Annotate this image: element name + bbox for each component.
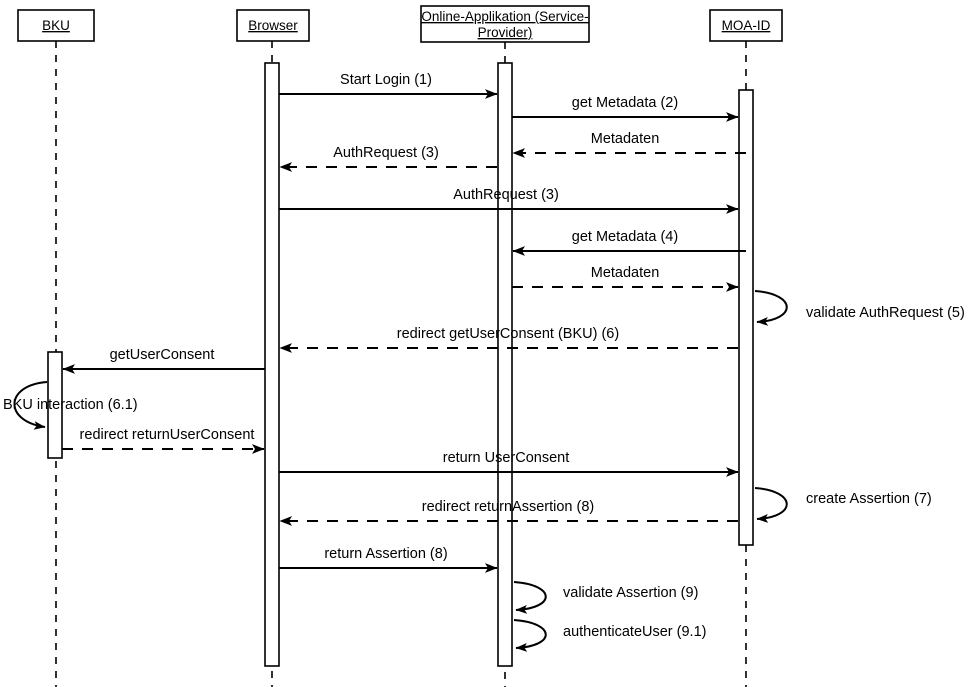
message-selfloop-bku-interaction bbox=[13, 381, 48, 430]
participant-box-bku bbox=[17, 9, 95, 42]
message-label-authrequest-3-a: AuthRequest (3) bbox=[333, 145, 439, 161]
message-selfloop-create-assertion bbox=[754, 487, 788, 523]
message-metadaten-2[interactable]: Metadaten bbox=[512, 265, 739, 292]
message-get-metadata-2[interactable]: get Metadata (2) bbox=[512, 95, 739, 122]
message-authenticate-user[interactable]: authenticateUser (9.1) bbox=[513, 619, 706, 652]
activation-bku bbox=[47, 351, 63, 459]
message-validate-authrequest[interactable]: validate AuthRequest (5) bbox=[754, 290, 965, 326]
message-label-validate-authrequest: validate AuthRequest (5) bbox=[806, 305, 965, 321]
message-label-return-userconsent: return UserConsent bbox=[443, 450, 570, 466]
message-label-bku-interaction: BKU interaction (6.1) bbox=[3, 397, 138, 413]
activation-browser bbox=[264, 62, 280, 667]
activation-oa bbox=[497, 62, 513, 667]
message-label-create-assertion: create Assertion (7) bbox=[806, 491, 932, 507]
message-label-redirect-getuserconsent: redirect getUserConsent (BKU) (6) bbox=[397, 326, 619, 342]
message-authrequest-3-a[interactable]: AuthRequest (3) bbox=[279, 145, 497, 172]
message-getuserconsent[interactable]: getUserConsent bbox=[62, 347, 265, 374]
message-label-start-login: Start Login (1) bbox=[340, 72, 432, 88]
message-selfloop-validate-assertion bbox=[513, 581, 547, 614]
participant-browser[interactable]: Browser bbox=[236, 9, 310, 42]
message-label-metadaten-1: Metadaten bbox=[591, 131, 660, 147]
message-validate-assertion[interactable]: validate Assertion (9) bbox=[513, 581, 698, 614]
message-authrequest-3-b[interactable]: AuthRequest (3) bbox=[279, 187, 739, 214]
message-label-getuserconsent: getUserConsent bbox=[110, 347, 215, 363]
message-return-userconsent[interactable]: return UserConsent bbox=[279, 450, 739, 477]
message-label-get-metadata-2: get Metadata (2) bbox=[572, 95, 678, 111]
activation-bars bbox=[47, 62, 754, 667]
participant-label-moaid: MOA-ID bbox=[722, 18, 771, 33]
message-selfloop-authenticate-user bbox=[513, 619, 547, 652]
participant-label-browser: Browser bbox=[248, 18, 298, 33]
message-metadaten-1[interactable]: Metadaten bbox=[512, 131, 746, 158]
participant-moaid[interactable]: MOA-ID bbox=[709, 9, 783, 42]
message-label-validate-assertion: validate Assertion (9) bbox=[563, 585, 698, 601]
participant-oa[interactable]: Online-Applikation (Service- Provider) bbox=[420, 5, 590, 43]
participant-label-oa-line2: Provider) bbox=[478, 25, 533, 40]
message-label-metadaten-2: Metadaten bbox=[591, 265, 660, 281]
message-redirect-returnuserconsent[interactable]: redirect returnUserConsent bbox=[62, 427, 265, 454]
participant-box-oa bbox=[420, 5, 590, 43]
message-bku-interaction[interactable]: BKU interaction (6.1) bbox=[3, 381, 138, 430]
participant-headers: BKU Browser Online-Applikation (Service-… bbox=[17, 5, 783, 43]
message-label-get-metadata-4: get Metadata (4) bbox=[572, 229, 678, 245]
participant-box-moaid bbox=[709, 9, 783, 42]
participant-label-oa-line1: Online-Applikation (Service- bbox=[421, 9, 588, 24]
message-label-authenticate-user: authenticateUser (9.1) bbox=[563, 624, 706, 640]
activation-moaid bbox=[738, 89, 754, 546]
participant-label-bku: BKU bbox=[42, 18, 70, 33]
participant-bku[interactable]: BKU bbox=[17, 9, 95, 42]
message-selfloop-validate-authrequest bbox=[754, 290, 788, 326]
message-label-redirect-returnuserconsent: redirect returnUserConsent bbox=[80, 427, 255, 443]
message-redirect-returnassertion[interactable]: redirect returnAssertion (8) bbox=[279, 499, 738, 526]
message-return-assertion[interactable]: return Assertion (8) bbox=[279, 546, 498, 573]
message-label-redirect-returnassertion: redirect returnAssertion (8) bbox=[422, 499, 594, 515]
participant-box-browser bbox=[236, 9, 310, 42]
message-start-login[interactable]: Start Login (1) bbox=[279, 72, 498, 99]
message-create-assertion[interactable]: create Assertion (7) bbox=[754, 487, 932, 523]
message-redirect-getuserconsent[interactable]: redirect getUserConsent (BKU) (6) bbox=[279, 326, 738, 353]
message-label-authrequest-3-b: AuthRequest (3) bbox=[453, 187, 559, 203]
message-get-metadata-4[interactable]: get Metadata (4) bbox=[512, 229, 746, 256]
message-label-return-assertion: return Assertion (8) bbox=[324, 546, 447, 562]
